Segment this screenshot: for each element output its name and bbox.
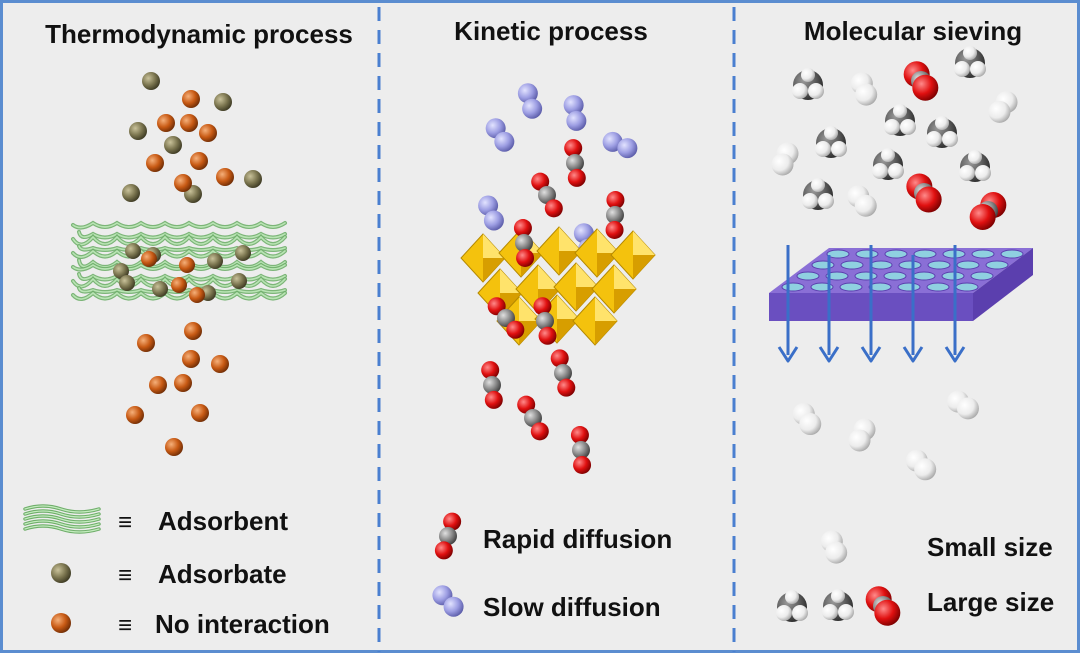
co2-molecule	[969, 192, 1007, 230]
co2-molecule	[513, 219, 535, 267]
adsorbate-molecule	[113, 263, 129, 279]
co2-molecule	[517, 395, 549, 441]
adsorbate-molecule	[142, 72, 160, 90]
no-interaction-molecule	[174, 374, 192, 392]
no-interaction-molecule	[182, 350, 200, 368]
methane-molecule	[792, 68, 824, 100]
n2-molecule	[485, 118, 515, 152]
no-interaction-molecule	[190, 152, 208, 170]
co2-molecule	[533, 297, 557, 345]
thermo-title: Thermodynamic process	[45, 19, 353, 49]
no-interaction-molecule	[141, 251, 157, 267]
hydrogen-molecule	[850, 72, 878, 106]
no-interaction-molecule	[146, 154, 164, 172]
methane-molecule	[815, 126, 847, 158]
n2-molecule	[602, 131, 638, 159]
no-interaction-molecule	[149, 376, 167, 394]
adsorbate-molecule	[214, 93, 232, 111]
methane-molecule	[884, 104, 916, 136]
legend-small-size-label: Small size	[927, 532, 1053, 562]
adsorbate-molecule	[244, 170, 262, 188]
hydrogen-molecule	[988, 91, 1018, 123]
co2-molecule	[564, 139, 586, 187]
no-interaction-molecule	[137, 334, 155, 352]
methane-molecule	[954, 46, 986, 78]
hydrogen-molecule	[771, 142, 799, 176]
framework-crystal	[460, 226, 656, 346]
adsorbate-molecule	[129, 122, 147, 140]
co2-molecule	[481, 361, 503, 409]
legend-large-size-label: Large size	[927, 587, 1054, 617]
no-interaction-molecule	[182, 90, 200, 108]
adsorbate-molecule	[235, 245, 251, 261]
no-interaction-molecule	[180, 114, 198, 132]
no-interaction-molecule	[174, 174, 192, 192]
co2-molecule	[550, 349, 576, 397]
sieving-membrane	[769, 248, 1033, 321]
legend-hydrogen-icon	[820, 530, 848, 564]
diagram-svg: Thermodynamic process Kinetic process Mo…	[23, 7, 1054, 652]
no-interaction-molecule	[126, 406, 144, 424]
adsorbate-molecule	[231, 273, 247, 289]
co2-molecule	[487, 297, 525, 339]
legend-adsorbate-icon	[51, 563, 71, 583]
thermo-legend-sep-1: ≡	[118, 509, 132, 536]
co2-molecule	[906, 173, 942, 213]
adsorbate-molecule	[152, 281, 168, 297]
no-interaction-molecule	[189, 287, 205, 303]
legend-methane-icon-1	[776, 590, 808, 622]
adsorbate-molecule	[119, 275, 135, 291]
no-interaction-molecule	[184, 322, 202, 340]
no-interaction-molecule	[191, 404, 209, 422]
hydrogen-molecule	[848, 418, 876, 452]
no-interaction-molecule	[216, 168, 234, 186]
co2-molecule	[903, 61, 939, 101]
adsorbate-molecule	[122, 184, 140, 202]
legend-no-interaction-label: No interaction	[155, 609, 330, 639]
thermo-legend-sep-2: ≡	[118, 562, 132, 589]
co2-molecule	[531, 172, 563, 218]
hydrogen-molecule	[905, 449, 937, 481]
no-interaction-molecule	[165, 438, 183, 456]
n2-molecule	[563, 95, 587, 131]
legend-slow-diffusion-label: Slow diffusion	[483, 592, 661, 622]
adsorbate-molecule	[164, 136, 182, 154]
legend-adsorbent-label: Adsorbent	[158, 506, 288, 536]
legend-no-interaction-icon	[51, 613, 71, 633]
n2-molecule	[517, 83, 543, 119]
legend-rapid-diffusion-label: Rapid diffusion	[483, 524, 672, 554]
hydrogen-molecule	[792, 402, 822, 436]
legend-adsorbate-label: Adsorbate	[158, 559, 287, 589]
hydrogen-molecule	[847, 185, 877, 217]
sieving-title: Molecular sieving	[804, 16, 1022, 46]
adsorbate-molecule	[125, 243, 141, 259]
co2-molecule	[605, 191, 625, 239]
legend-co2-icon	[434, 512, 462, 560]
no-interaction-molecule	[179, 257, 195, 273]
no-interaction-molecule	[157, 114, 175, 132]
no-interaction-molecule	[199, 124, 217, 142]
kinetic-title: Kinetic process	[454, 16, 648, 46]
legend-n2-icon	[432, 585, 464, 617]
methane-molecule	[959, 150, 991, 182]
n2-molecule	[478, 195, 504, 231]
no-interaction-molecule	[171, 277, 187, 293]
methane-molecule	[872, 148, 904, 180]
no-interaction-molecule	[211, 355, 229, 373]
hydrogen-molecule	[947, 390, 979, 420]
legend-adsorbent-icon	[23, 504, 101, 534]
methane-molecule	[802, 178, 834, 210]
co2-molecule	[570, 426, 592, 474]
thermo-legend-sep-3: ≡	[118, 612, 132, 639]
sieving-arrows	[777, 245, 966, 363]
legend-co2-icon	[865, 586, 901, 626]
methane-molecule	[926, 116, 958, 148]
adsorbate-molecule	[207, 253, 223, 269]
legend-methane-icon-2	[822, 589, 854, 621]
